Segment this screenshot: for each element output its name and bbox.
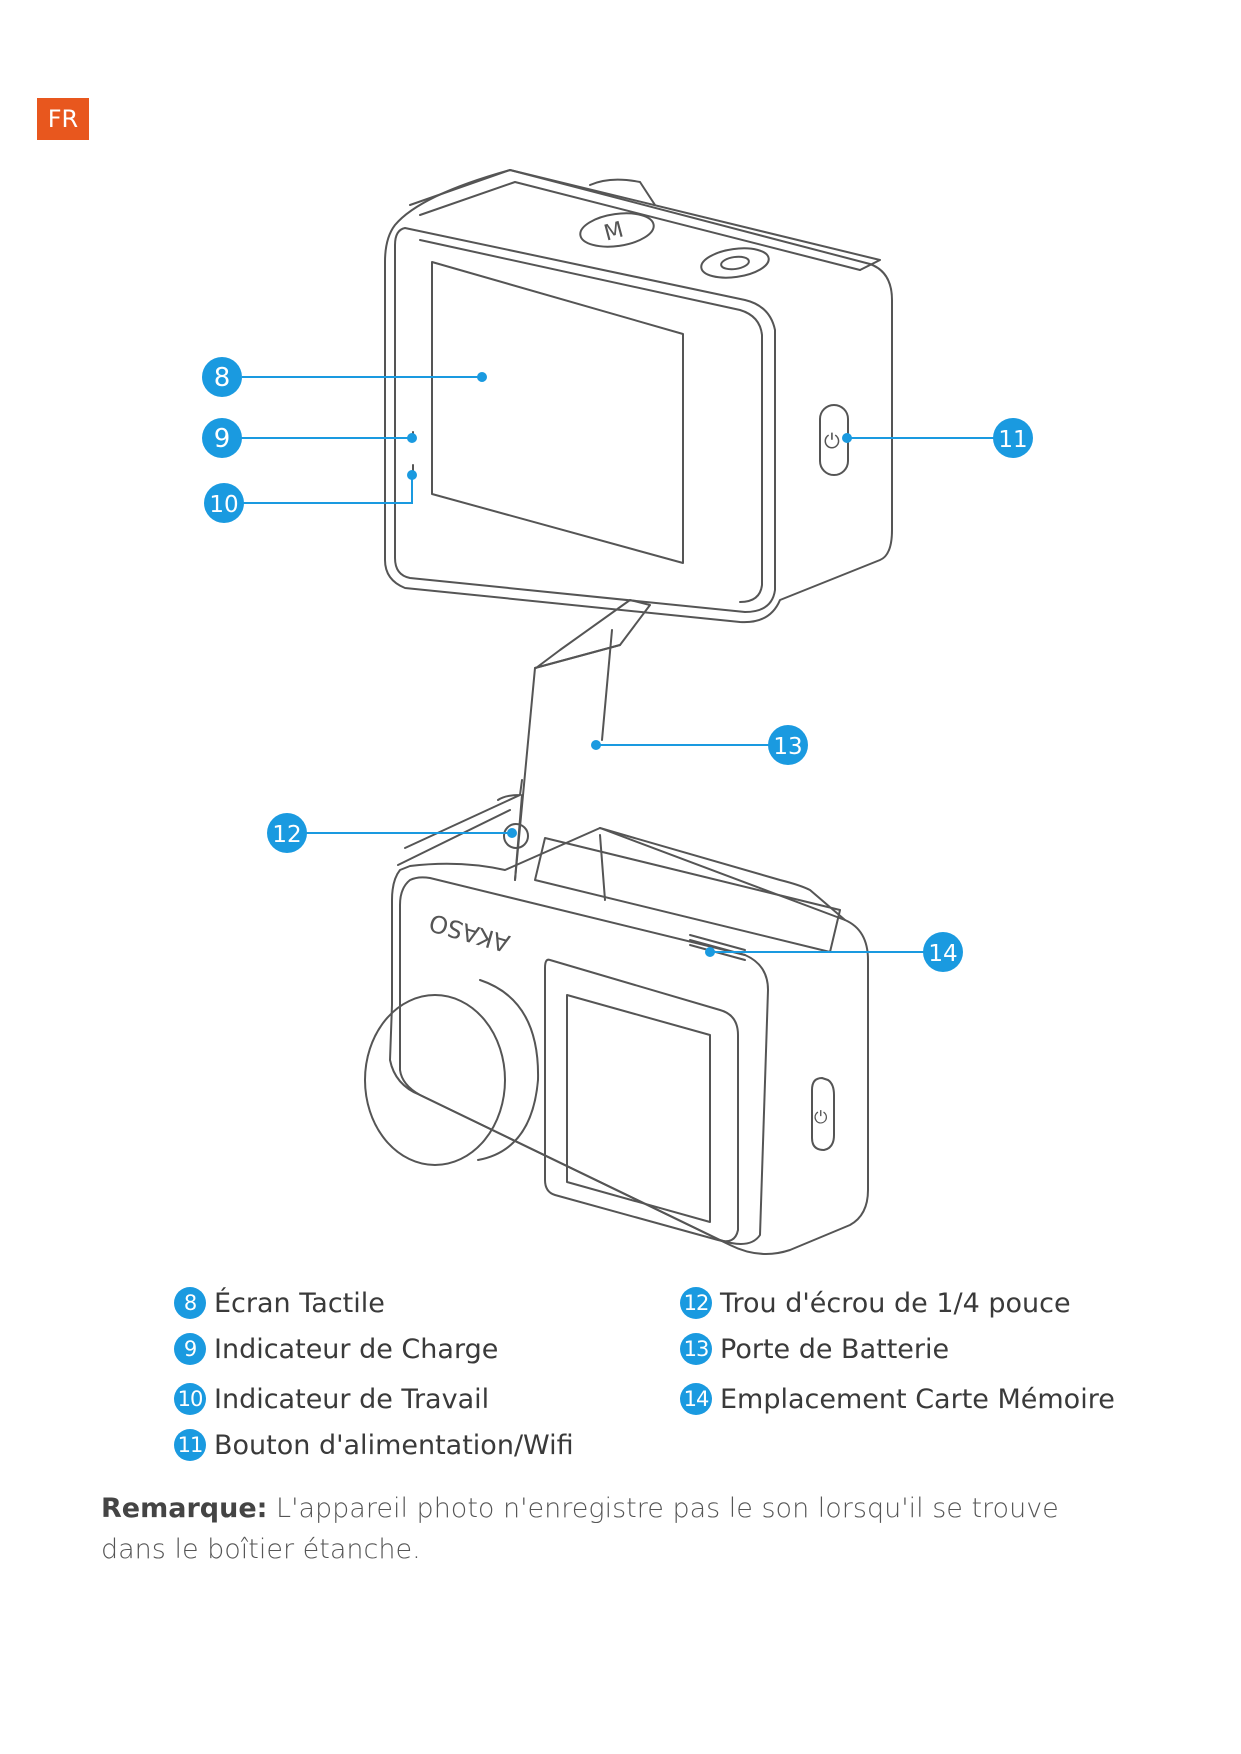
legend-number: 8 (174, 1287, 206, 1319)
legend-item: 11 Bouton d'alimentation/Wifi (174, 1429, 574, 1461)
camera-diagram: M ⏻ (202, 169, 1033, 1255)
legend-text: Indicateur de Travail (214, 1383, 490, 1415)
legend-item: 9 Indicateur de Charge (174, 1333, 498, 1365)
callout-14: 14 (923, 932, 963, 972)
legend-item: 10 Indicateur de Travail (174, 1383, 489, 1415)
svg-text:13: 13 (773, 734, 802, 760)
note-text: L'appareil photo n'enregistre pas le son… (101, 1493, 1059, 1565)
front-screen (544, 958, 739, 1243)
legend-item: 8 Écran Tactile (174, 1287, 385, 1319)
language-badge: FR (37, 98, 89, 140)
note-label: Remarque: (101, 1493, 268, 1524)
callout-13: 13 (768, 725, 808, 765)
legend-text: Trou d'écrou de 1/4 pouce (720, 1287, 1071, 1319)
tripod-nut-hole (503, 823, 529, 849)
callout-11: 11 (993, 418, 1033, 458)
svg-text:11: 11 (998, 427, 1027, 453)
mode-button-letter: M (601, 218, 626, 247)
legend-text: Porte de Batterie (720, 1333, 950, 1365)
legend-text: Indicateur de Charge (214, 1333, 499, 1365)
camera-front-view: AKASO ⏻ (364, 599, 869, 1255)
legend-number: 9 (174, 1333, 206, 1365)
svg-text:12: 12 (272, 822, 301, 848)
svg-text:14: 14 (928, 941, 957, 967)
camera-top-face (409, 169, 881, 271)
svg-text:9: 9 (214, 424, 231, 454)
brand-logo: AKASO (426, 908, 513, 958)
legend-text: Bouton d'alimentation/Wifi (214, 1429, 574, 1461)
svg-text:10: 10 (209, 492, 238, 518)
callout-9: 9 (202, 418, 242, 458)
camera-body-outline (384, 169, 893, 624)
battery-compartment (534, 837, 841, 953)
svg-text:⏻: ⏻ (814, 1108, 828, 1128)
shutter-button (700, 247, 770, 279)
callout-badges: 8 9 10 11 12 13 14 (202, 357, 1033, 972)
callout-12: 12 (267, 813, 307, 853)
camera-housing-top (397, 809, 511, 866)
camera-body-front (389, 827, 869, 1255)
legend-number: 10 (174, 1383, 206, 1415)
legend-number: 14 (680, 1383, 712, 1415)
callout-8: 8 (202, 357, 242, 397)
callout-lines (240, 372, 995, 957)
legend-item: 13 Porte de Batterie (680, 1333, 949, 1365)
battery-door (514, 599, 651, 881)
legend-number: 12 (680, 1287, 712, 1319)
lens (364, 994, 506, 1166)
power-symbol: ⏻ (824, 429, 840, 453)
mode-button (579, 212, 655, 248)
camera-back-view: M ⏻ (384, 169, 893, 624)
legend-item: 14 Emplacement Carte Mémoire (680, 1383, 1115, 1415)
svg-text:8: 8 (214, 363, 231, 393)
legend-number: 11 (174, 1429, 206, 1461)
legend-text: Emplacement Carte Mémoire (720, 1383, 1115, 1415)
callout-10: 10 (204, 483, 244, 523)
legend-text: Écran Tactile (214, 1287, 385, 1319)
side-power-button (811, 1077, 835, 1151)
note-paragraph: Remarque: L'appareil photo n'enregistre … (101, 1488, 1121, 1570)
legend-item: 12 Trou d'écrou de 1/4 pouce (680, 1287, 1071, 1319)
legend-number: 13 (680, 1333, 712, 1365)
